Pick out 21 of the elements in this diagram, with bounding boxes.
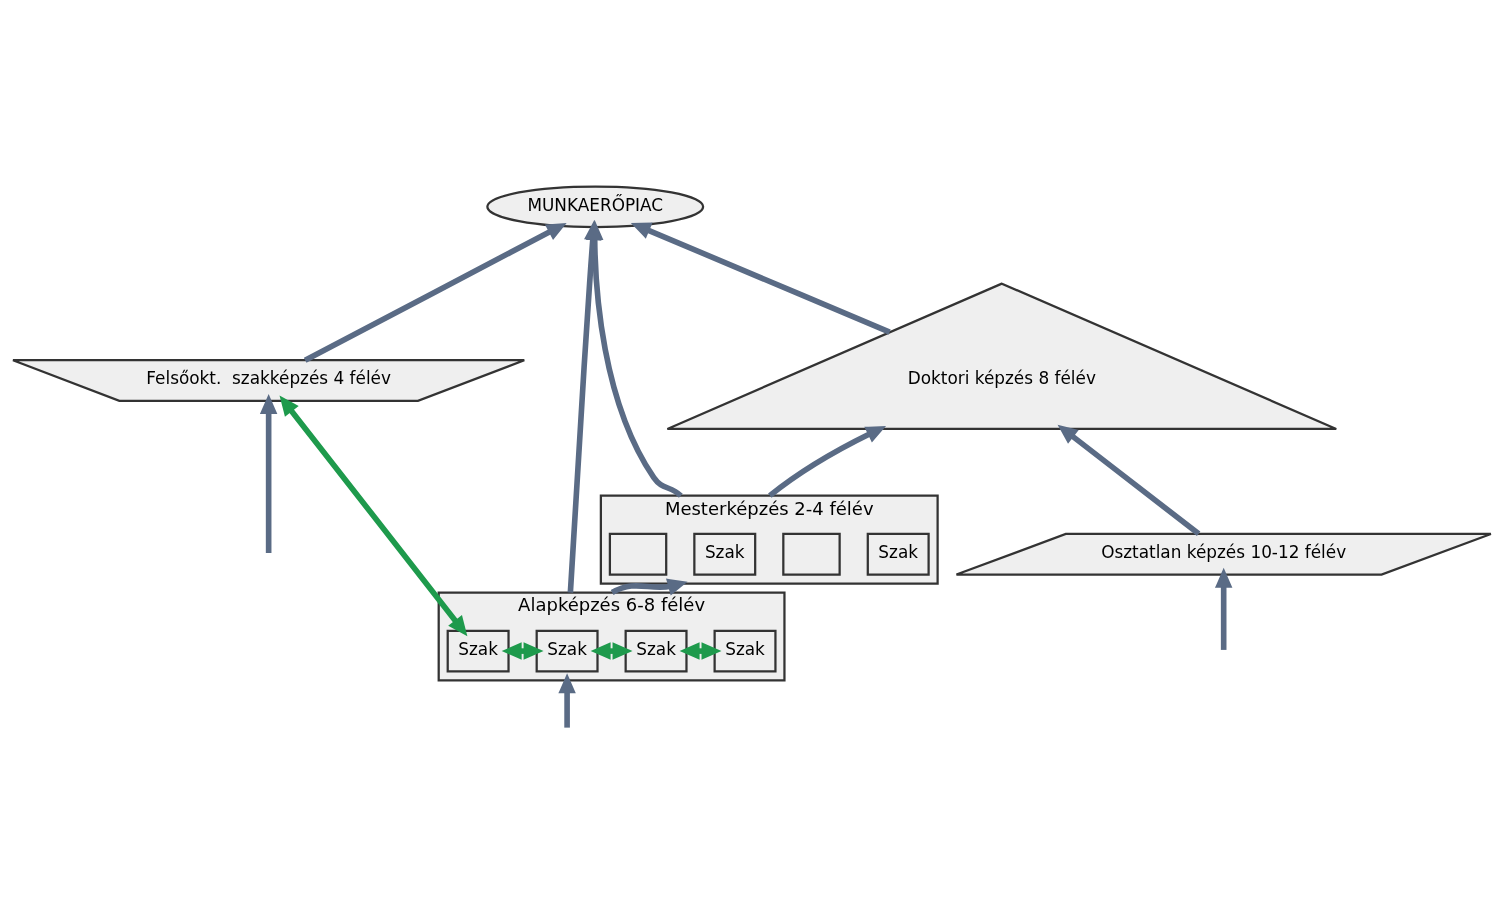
arrow [303, 222, 567, 363]
arrow [279, 395, 468, 637]
arrow [558, 673, 576, 728]
node-box [782, 532, 841, 576]
node-ellipse: MUNKAERŐPIAC [486, 185, 705, 229]
arrow [501, 642, 544, 660]
arrow [630, 222, 891, 335]
arrow [1214, 567, 1233, 650]
node-box: Szak [535, 629, 599, 673]
arrow [610, 578, 688, 596]
node-box: Szak [866, 532, 930, 576]
arrow [590, 642, 633, 660]
node-box: Szak [693, 532, 757, 576]
arrow [1057, 424, 1201, 536]
node-box: Szak [713, 629, 777, 673]
node-box [608, 532, 668, 576]
arrow [259, 394, 278, 553]
arrow [679, 642, 722, 660]
node-box: Szak [624, 629, 688, 673]
node-box: Szak [446, 629, 510, 673]
arrow [768, 426, 887, 498]
